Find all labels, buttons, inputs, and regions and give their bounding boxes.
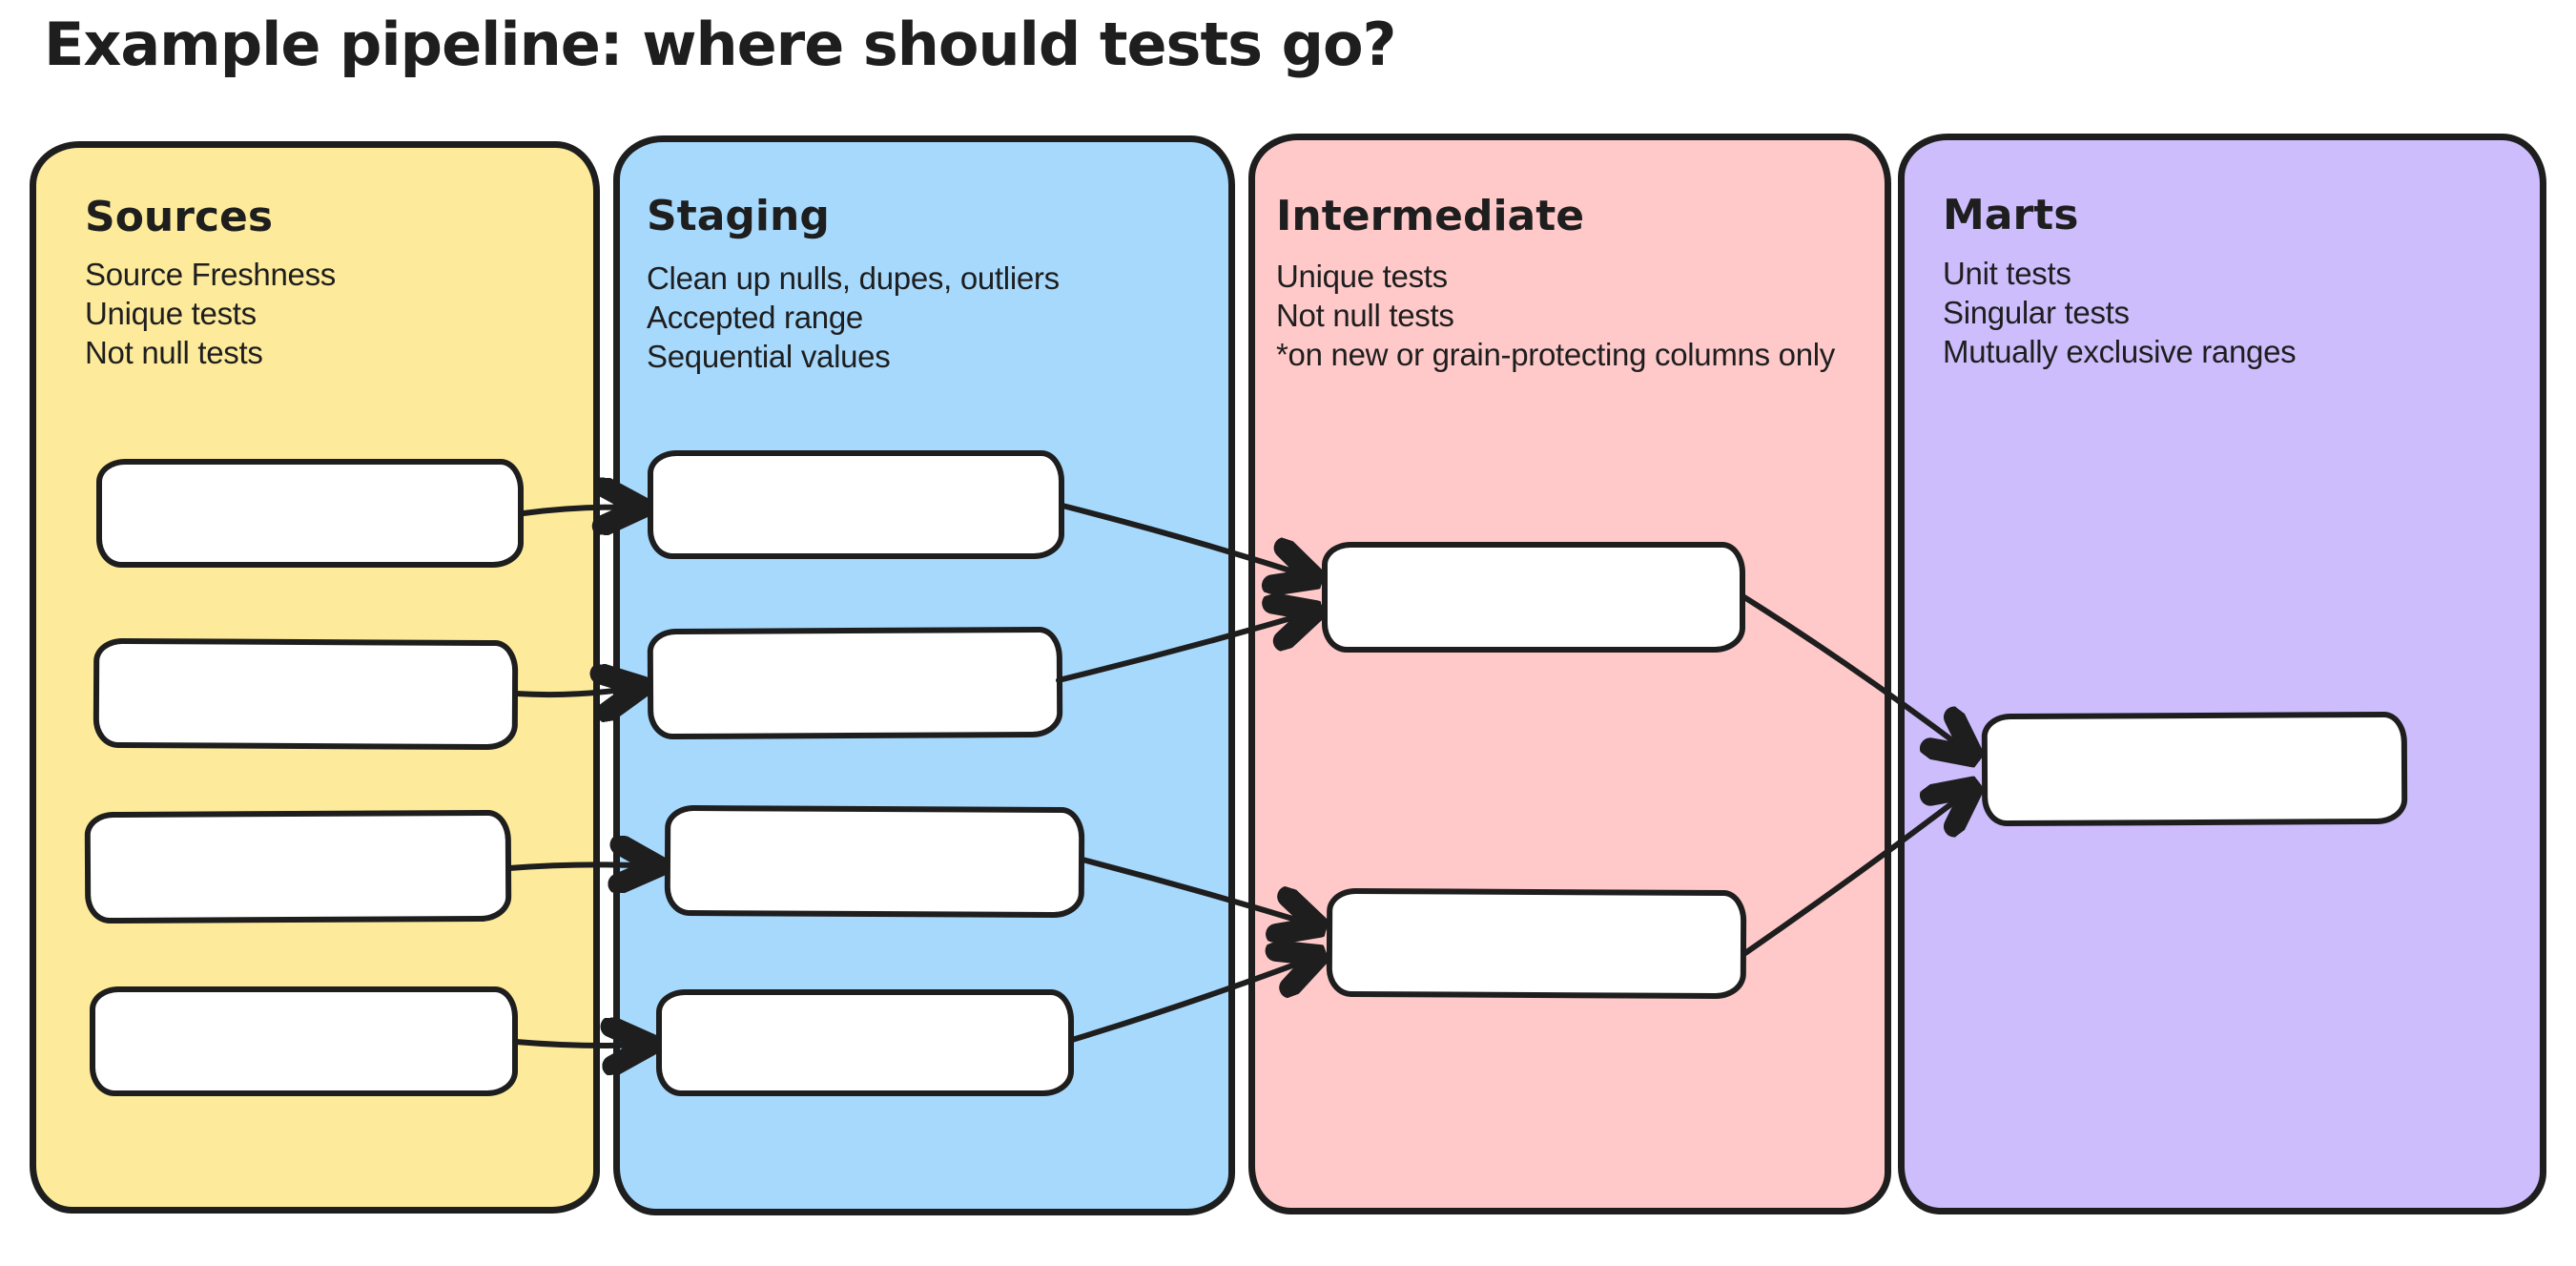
edge-intermediate-1-to-marts-1[interactable] [1741, 594, 1972, 756]
panel-sources-title: Sources [85, 193, 274, 241]
edge-source-4-to-staging-4[interactable] [513, 1042, 649, 1046]
panel-intermediate[interactable]: Intermediate Unique tests Not null tests… [1248, 134, 1891, 1214]
test-line: Mutually exclusive ranges [1943, 334, 2297, 369]
edge-staging-4-to-intermediate-2[interactable] [1069, 956, 1318, 1043]
test-line: Source Freshness [85, 257, 336, 292]
panel-marts-title: Marts [1943, 191, 2079, 239]
panel-staging-title: Staging [647, 192, 830, 240]
edge-intermediate-2-to-marts-1[interactable] [1742, 788, 1972, 956]
panel-staging-tests: Clean up nulls, dupes, outliers Accepted… [647, 259, 1060, 376]
node-source-3[interactable] [84, 809, 512, 924]
edge-staging-2-to-intermediate-1[interactable] [1056, 612, 1314, 683]
edge-source-2-to-staging-2[interactable] [513, 687, 641, 695]
node-staging-1[interactable] [648, 450, 1064, 559]
diagram-title: Example pipeline: where should tests go? [44, 10, 1397, 79]
edge-staging-3-to-intermediate-2[interactable] [1080, 857, 1318, 926]
test-line: Singular tests [1943, 295, 2130, 330]
node-source-1[interactable] [96, 459, 524, 568]
test-line: Clean up nulls, dupes, outliers [647, 260, 1060, 296]
test-line: Unique tests [85, 296, 257, 331]
node-source-2[interactable] [93, 637, 519, 751]
node-staging-2[interactable] [647, 626, 1063, 740]
node-staging-3[interactable] [664, 804, 1085, 919]
edge-source-3-to-staging-3[interactable] [506, 864, 657, 868]
test-line: Accepted range [647, 300, 863, 335]
node-staging-4[interactable] [656, 989, 1074, 1096]
edge-source-1-to-staging-1[interactable] [521, 508, 641, 513]
panel-marts[interactable]: Marts Unit tests Singular tests Mutually… [1898, 134, 2546, 1214]
test-line: Unique tests [1276, 259, 1448, 294]
panel-sources-tests: Source Freshness Unique tests Not null t… [85, 255, 336, 372]
test-line: *on new or grain-protecting columns only [1276, 337, 1835, 372]
test-line: Not null tests [85, 335, 263, 370]
node-marts-1[interactable] [1981, 711, 2408, 827]
panel-marts-tests: Unit tests Singular tests Mutually exclu… [1943, 254, 2297, 371]
node-intermediate-2[interactable] [1326, 887, 1747, 1000]
node-source-4[interactable] [90, 986, 518, 1096]
node-intermediate-1[interactable] [1322, 542, 1745, 653]
test-line: Unit tests [1943, 256, 2071, 291]
panel-intermediate-tests: Unique tests Not null tests *on new or g… [1276, 257, 1835, 374]
test-line: Sequential values [647, 339, 891, 374]
test-line: Not null tests [1276, 298, 1454, 333]
edge-staging-1-to-intermediate-1[interactable] [1060, 503, 1314, 578]
panel-intermediate-title: Intermediate [1276, 192, 1585, 240]
